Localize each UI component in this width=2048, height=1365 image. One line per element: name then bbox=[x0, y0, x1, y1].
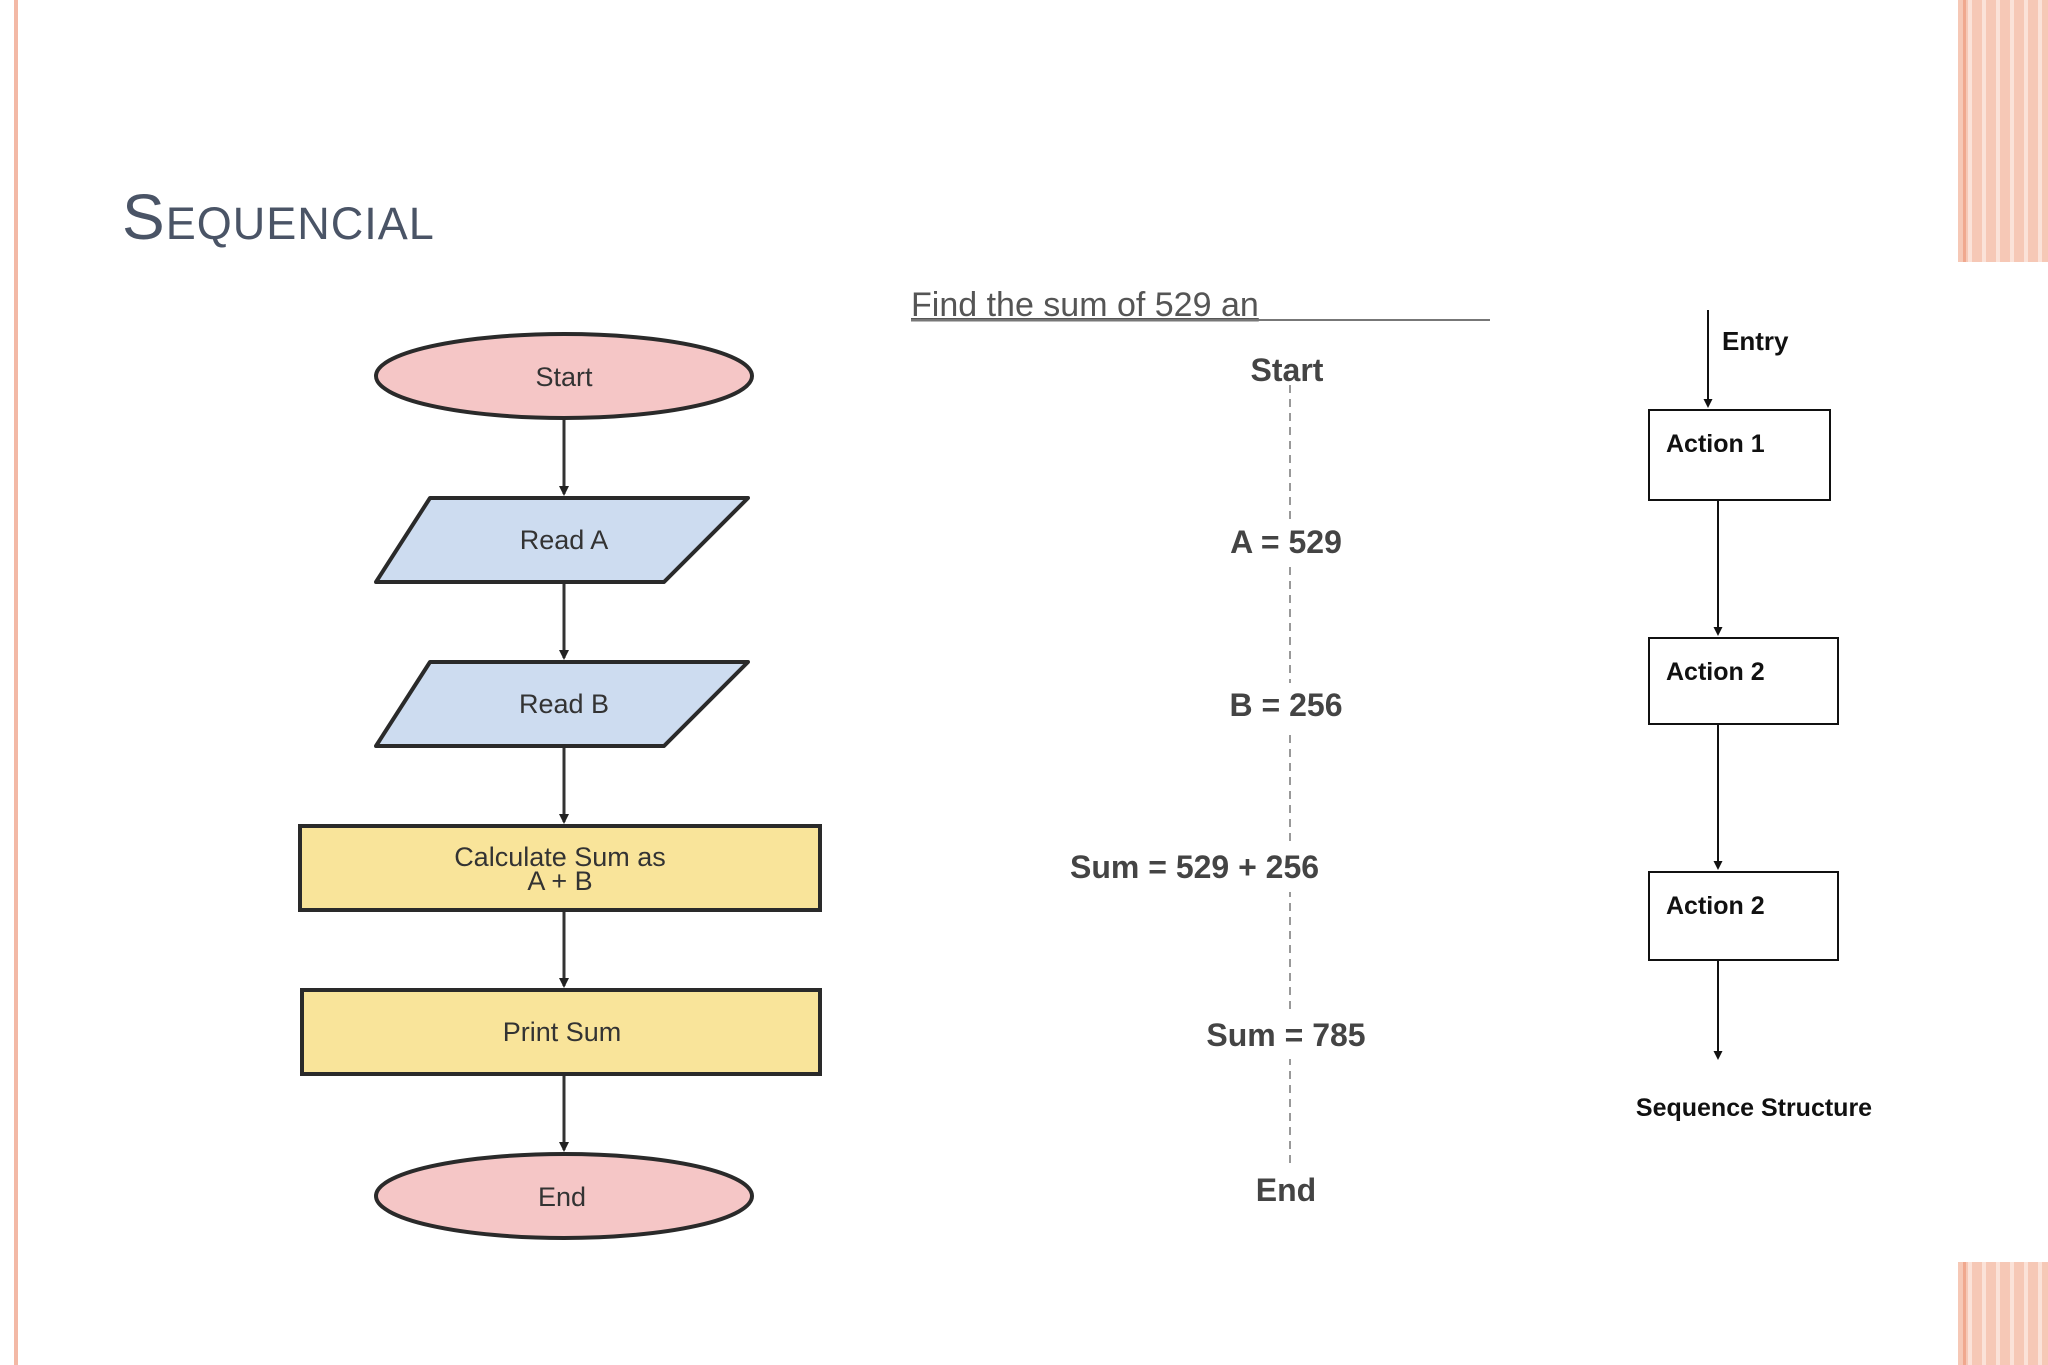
trace-end-bg bbox=[1220, 1168, 1360, 1208]
seq-action-2-box bbox=[1648, 637, 1839, 725]
trace-step-1: A = 529 bbox=[1230, 524, 1342, 560]
flow-end-label: End bbox=[538, 1182, 586, 1212]
seq-entry-label: Entry bbox=[1722, 326, 1789, 356]
right-decoration-bottom bbox=[1958, 1262, 2048, 1365]
flow-print-label: Print Sum bbox=[503, 1017, 622, 1047]
right-decoration-line-top bbox=[1963, 0, 1966, 262]
trace-heading: Find the sum of 529 an bbox=[911, 286, 1259, 324]
sequence-structure: Entry Action 1 Action 2 Action 2 Sequenc… bbox=[1636, 310, 1872, 1122]
flow-end-terminal bbox=[374, 1152, 754, 1240]
right-decoration-top bbox=[1958, 0, 2048, 262]
seq-action-1-box bbox=[1648, 409, 1831, 501]
seq-caption: Sequence Structure bbox=[1636, 1094, 1872, 1122]
right-decoration-line-bottom bbox=[1963, 1262, 1966, 1365]
trace-step-3: Sum = 529 + 256 bbox=[1070, 849, 1319, 885]
seq-action-2-label: Action 2 bbox=[1666, 658, 1765, 686]
flow-read-a-label: Read A bbox=[520, 525, 609, 555]
seq-action-3-box bbox=[1648, 871, 1839, 961]
trace-column: Find the sum of 529 an Start A = 529 B =… bbox=[911, 286, 1490, 1208]
flow-read-b-io bbox=[374, 660, 750, 748]
left-border-rule bbox=[14, 0, 18, 1365]
flow-print-process bbox=[300, 988, 822, 1076]
seq-action-1-label: Action 1 bbox=[1666, 430, 1765, 458]
flow-calculate-process bbox=[298, 824, 822, 912]
trace-step3-bg bbox=[1060, 846, 1490, 892]
flow-read-a-io bbox=[374, 496, 750, 584]
trace-step1-bg bbox=[1180, 520, 1400, 566]
flow-read-b-label: Read B bbox=[519, 689, 609, 719]
slide-title: Sequencial bbox=[122, 181, 435, 253]
seq-action-3-label: Action 2 bbox=[1666, 892, 1765, 920]
flowchart: Start Read A Read B Calculate Sum as A +… bbox=[298, 332, 822, 1240]
flow-calculate-label-line1: Calculate Sum as bbox=[454, 842, 666, 872]
flow-calculate-label-line2: A + B bbox=[527, 866, 592, 896]
trace-step4-bg bbox=[1140, 1013, 1440, 1059]
trace-end: End bbox=[1256, 1172, 1316, 1208]
flow-start-label: Start bbox=[535, 362, 593, 392]
trace-step-2: B = 256 bbox=[1230, 687, 1343, 723]
trace-start: Start bbox=[1251, 352, 1324, 388]
trace-step2-bg bbox=[1180, 683, 1400, 729]
trace-step-4: Sum = 785 bbox=[1206, 1017, 1365, 1053]
flow-start-terminal bbox=[374, 332, 754, 420]
